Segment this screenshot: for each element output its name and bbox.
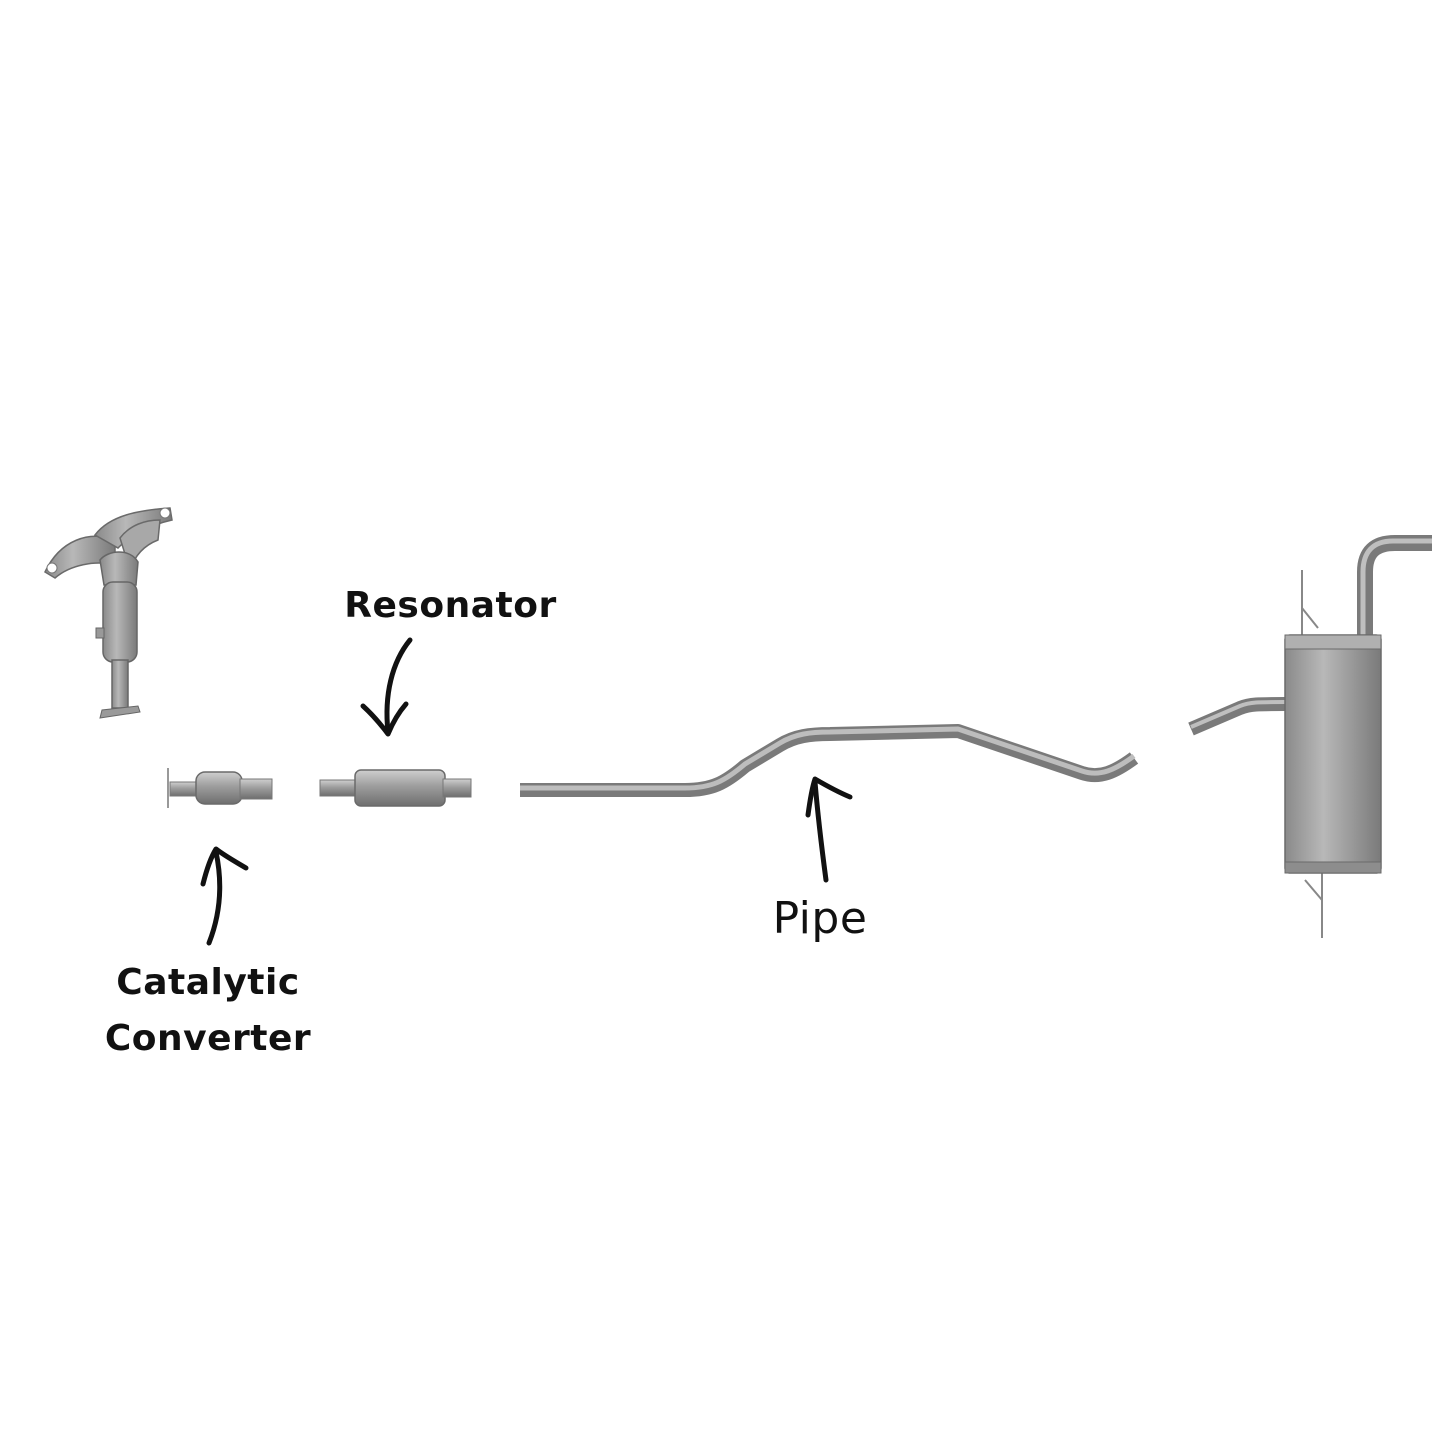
catalytic-label-line1: Catalytic bbox=[116, 962, 300, 1003]
resonator-arrowhead bbox=[360, 701, 409, 737]
catalytic-arrowhead bbox=[200, 846, 249, 887]
pipe-icon bbox=[520, 724, 1139, 797]
catalytic-arrow bbox=[206, 849, 223, 946]
catalytic-converter-icon bbox=[167, 768, 273, 808]
pipe-arrow bbox=[812, 779, 829, 883]
catalytic-label-line2: Converter bbox=[104, 1018, 312, 1059]
catalytic-converter-label: Catalytic Converter bbox=[88, 955, 328, 1067]
muffler-icon bbox=[1188, 535, 1432, 938]
resonator-label: Resonator bbox=[344, 585, 557, 626]
exhaust-manifold-icon bbox=[44, 507, 173, 719]
pipe-label: Pipe bbox=[772, 893, 868, 944]
resonator-arrow bbox=[384, 637, 413, 735]
pipe-arrowhead bbox=[805, 776, 853, 818]
resonator-icon bbox=[319, 769, 472, 807]
